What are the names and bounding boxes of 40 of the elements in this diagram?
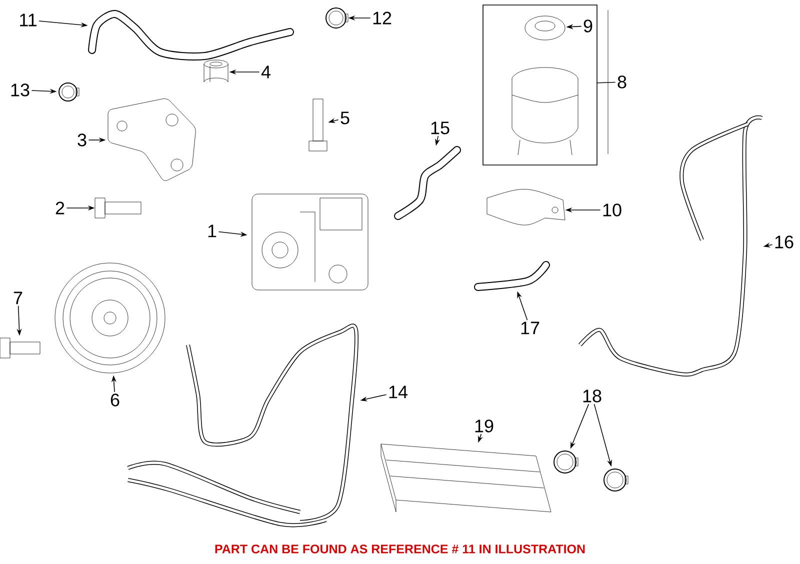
callout-number: 12: [373, 12, 392, 24]
callout-number: 13: [11, 84, 30, 96]
callout-number: 6: [110, 394, 120, 406]
hose-drawing: [88, 10, 294, 60]
bracket-drawing: [486, 189, 566, 226]
hose-line-drawing: [127, 324, 358, 528]
callout-number: 17: [521, 322, 540, 334]
callout-number: 14: [389, 386, 408, 398]
callout-number: 9: [584, 20, 592, 32]
note-text: PART CAN BE FOUND AS REFERENCE # 11 IN ILLUSTRATION: [215, 544, 585, 554]
bolt-drawing: [94, 198, 142, 218]
callout-number: 2: [56, 202, 64, 214]
callout-number: 16: [775, 236, 794, 248]
pump-drawing: [252, 194, 368, 290]
callout-number: 15: [431, 122, 450, 134]
clamp-drawing: [554, 450, 578, 474]
hose-line-drawing: [578, 116, 762, 376]
callout-number: 3: [78, 134, 86, 146]
callout-number: 18: [583, 390, 602, 402]
bushing-drawing: [204, 60, 228, 82]
hose-drawing: [394, 146, 461, 220]
hose-drawing: [474, 261, 550, 291]
callout-number: 8: [618, 76, 626, 88]
clamp-drawing: [58, 82, 80, 102]
bracket-drawing: [108, 98, 196, 181]
leader-line: [596, 82, 616, 84]
clamp-drawing: [326, 8, 348, 28]
clamp-drawing: [604, 468, 628, 492]
cap-drawing: [524, 16, 566, 40]
callout-number: 1: [208, 224, 216, 238]
callout-number: 4: [261, 66, 270, 78]
pulley-drawing: [54, 262, 166, 374]
bolt-drawing: [0, 338, 40, 358]
cooler-drawing: [380, 444, 552, 512]
bolt-drawing: [308, 98, 328, 152]
callout-number: 19: [475, 420, 494, 432]
callout-number: 7: [14, 292, 22, 304]
callout-number: 11: [20, 14, 36, 26]
callout-number: 5: [340, 112, 350, 124]
reservoir-box: [482, 4, 598, 166]
